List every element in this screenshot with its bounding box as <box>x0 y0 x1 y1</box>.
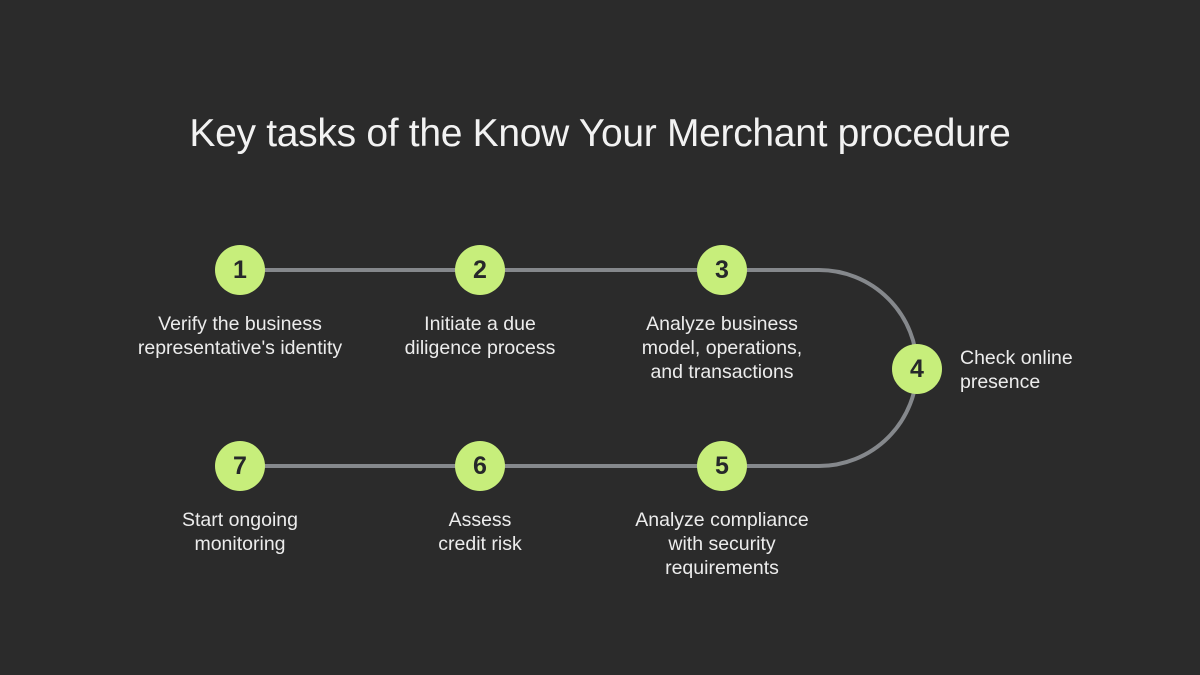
step-label-3: Analyze business model, operations, and … <box>641 313 803 383</box>
step-node-1: 1 <box>215 245 265 295</box>
step-node-7: 7 <box>215 441 265 491</box>
step-label-6: Assess credit risk <box>438 509 522 555</box>
step-node-4: 4 <box>892 344 942 394</box>
step-label-7: Start ongoing monitoring <box>181 509 298 555</box>
step-label-1: Verify the business representative's ide… <box>137 313 343 359</box>
step-node-5: 5 <box>697 441 747 491</box>
page-title: Key tasks of the Know Your Merchant proc… <box>189 112 1011 155</box>
step-label-5: Analyze compliance with security require… <box>635 509 809 579</box>
step-label-2: Initiate a due diligence process <box>404 313 556 359</box>
step-label-4: Check online presence <box>960 347 1073 393</box>
step-node-2: 2 <box>455 245 505 295</box>
step-node-6: 6 <box>455 441 505 491</box>
step-node-3: 3 <box>697 245 747 295</box>
